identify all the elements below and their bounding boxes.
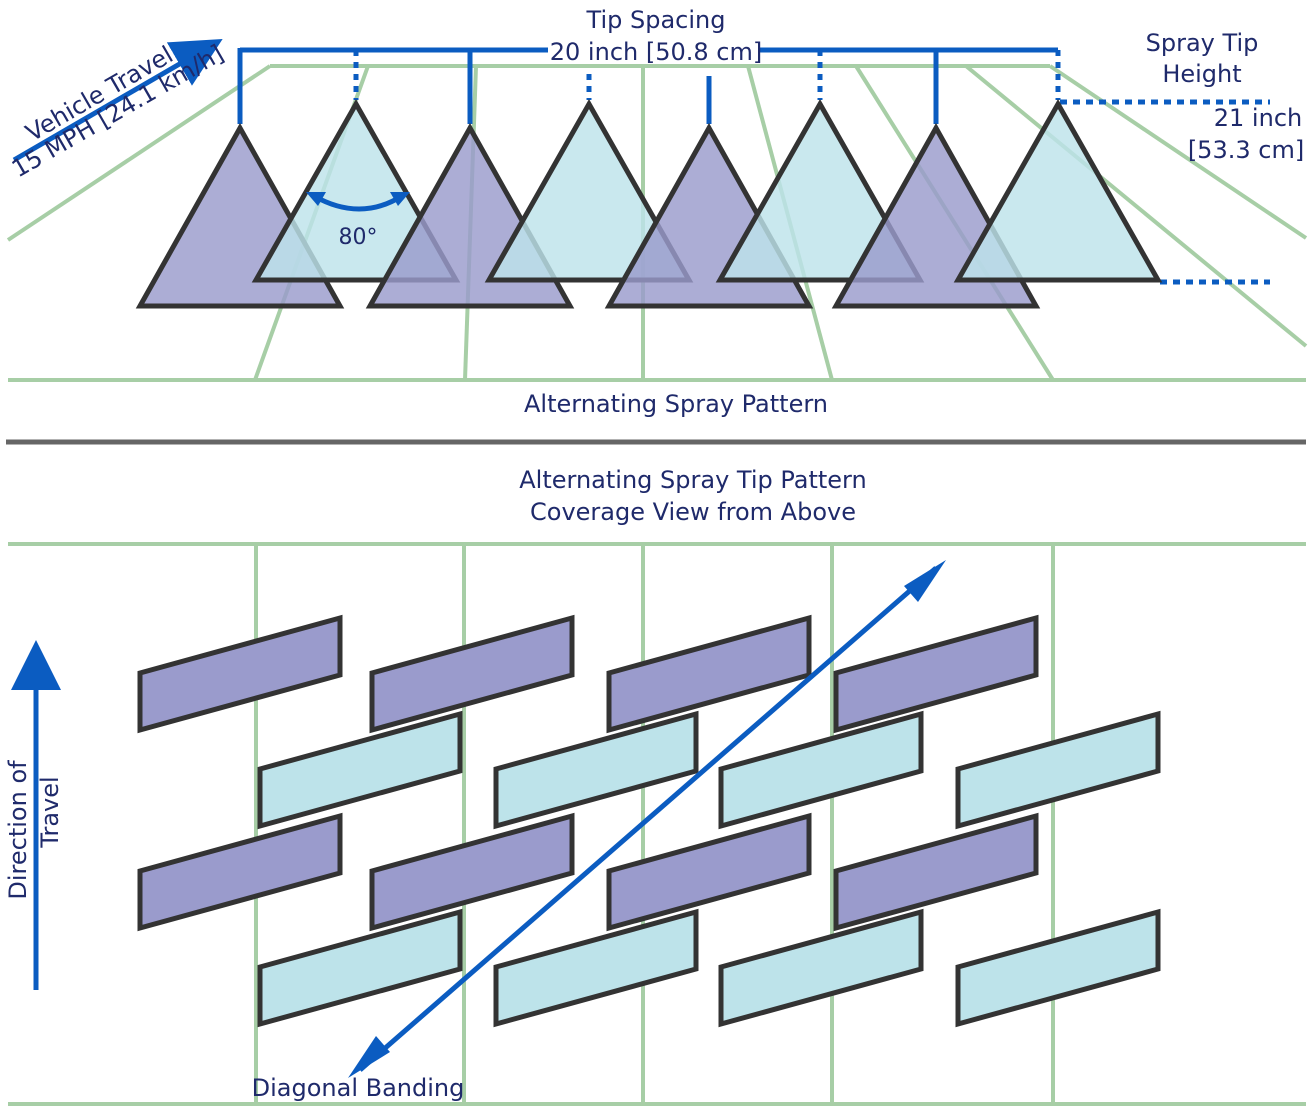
spray-fan-cyan (484, 98, 694, 283)
tip-spacing-value: 20 inch [50.8 cm] (550, 38, 762, 66)
coverage-band-purple (369, 614, 575, 734)
coverage-band-cyan (257, 908, 463, 1028)
coverage-band-cyan (955, 908, 1161, 1028)
coverage-band-cyan (493, 710, 699, 830)
angle-arrowhead-left (306, 192, 326, 206)
ground-grid-top-view (8, 542, 1306, 1106)
angle-arrowhead-right (390, 192, 410, 206)
diagonal-banding-arrow (358, 566, 938, 1072)
height-value-metric: [53.3 cm] (1188, 136, 1304, 164)
spray-fan-cyan (715, 98, 925, 283)
coverage-title: Alternating Spray Tip Pattern (519, 466, 866, 494)
diagonal-arrowhead-upper (904, 560, 946, 602)
direction-of-travel-label-2: Travel (36, 776, 64, 848)
coverage-band-cyan (718, 908, 924, 1028)
grid-line (964, 64, 1308, 348)
fan-angle-indicator (306, 192, 410, 212)
spray-fan-cyan (953, 98, 1163, 283)
direction-of-travel-label: Direction of (4, 760, 32, 900)
direction-label: Direction of Travel (4, 760, 64, 900)
coverage-bands (137, 614, 1161, 1028)
tip-spacing-label: Tip Spacing (586, 6, 726, 34)
coverage-band-purple (137, 812, 343, 932)
angle-arc (312, 193, 404, 212)
coverage-band-purple (137, 614, 343, 734)
top-caption: Alternating Spray Pattern (524, 390, 828, 418)
coverage-band-purple (833, 812, 1039, 932)
spray-boom (237, 47, 1270, 285)
coverage-band-cyan (955, 710, 1161, 830)
coverage-subtitle: Coverage View from Above (530, 498, 856, 526)
diagonal-arrowhead-lower (348, 1036, 390, 1078)
coverage-band-cyan (718, 710, 924, 830)
coverage-band-purple (606, 614, 812, 734)
coverage-band-purple (606, 812, 812, 932)
coverage-band-purple (833, 614, 1039, 734)
coverage-band-purple (369, 812, 575, 932)
coverage-band-cyan (257, 710, 463, 830)
bottom-title: Alternating Spray Tip Pattern Coverage V… (519, 466, 866, 526)
vehicle-travel-arrow (12, 38, 223, 163)
coverage-band-cyan (493, 908, 699, 1028)
spray-tip-height-label: Spray Tip (1146, 29, 1259, 57)
fan-angle-label: 80° (339, 225, 378, 250)
spray-fans (135, 98, 1163, 309)
grid-left-edge (6, 64, 272, 242)
diagonal-banding-label: Diagonal Banding (252, 1074, 465, 1102)
grid-right-edge (1048, 64, 1308, 240)
height-value: 21 inch (1214, 104, 1302, 132)
spray-tip-height-label-2: Height (1162, 60, 1241, 88)
